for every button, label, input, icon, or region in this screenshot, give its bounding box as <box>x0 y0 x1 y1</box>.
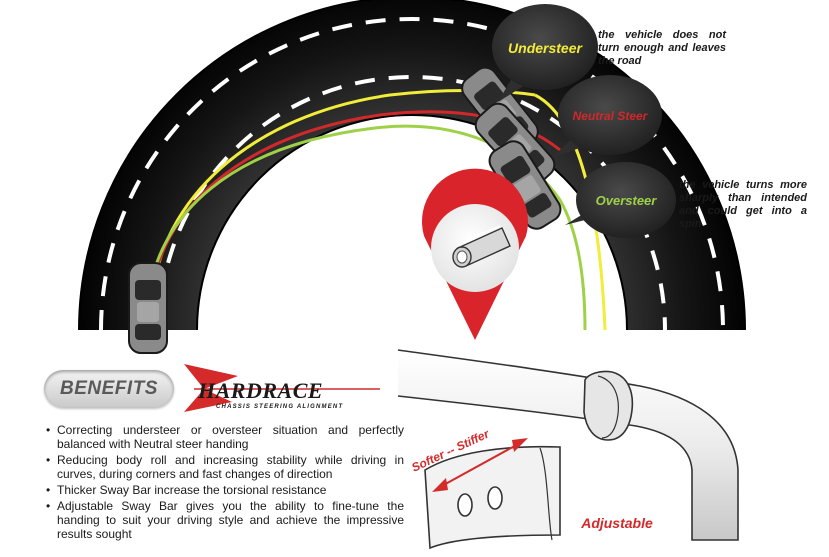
benefit-item: Thicker Sway Bar increase the torsional … <box>46 483 404 497</box>
tube-cross-section-pin <box>422 168 528 340</box>
neutral-steer-bubble: Neutral Steer <box>552 75 662 158</box>
adjustable-label: Adjustable <box>580 515 653 531</box>
hollow-tube-icon <box>452 225 511 268</box>
understeer-description: the vehicle does not turn enough and lea… <box>598 29 726 67</box>
benefit-item: Correcting understeer or oversteer situa… <box>46 423 404 451</box>
brand-name: HARDRACE <box>197 378 323 403</box>
benefits-heading: BENEFITS <box>44 370 174 408</box>
bushing <box>583 370 634 441</box>
understeer-label: Understeer <box>508 40 583 56</box>
oversteer-bubble: Oversteer <box>565 162 676 238</box>
oversteer-path <box>146 124 587 331</box>
neutral-steer-label: Neutral Steer <box>573 109 649 123</box>
benefit-item: Adjustable Sway Bar gives you the abilit… <box>46 499 404 541</box>
benefit-item: Reducing body roll and increasing stabil… <box>46 453 404 481</box>
adjustment-hole <box>487 486 503 510</box>
benefits-list: Correcting understeer or oversteer situa… <box>46 423 404 543</box>
understeer-bubble: Understeer <box>492 4 598 102</box>
oversteer-label: Oversteer <box>596 193 658 208</box>
car-entering-curve <box>128 262 168 354</box>
car-oversteer <box>488 140 562 230</box>
brand-tagline: CHASSIS STEERING ALIGNMENT <box>216 404 343 410</box>
lane-markings <box>99 17 725 331</box>
adjustment-hole <box>457 493 473 517</box>
hardrace-logo: HARDRACE CHASSIS STEERING ALIGNMENT <box>184 364 380 412</box>
oversteer-description: the vehicle turns more sharply than inte… <box>679 179 807 230</box>
sway-bar <box>397 349 739 550</box>
